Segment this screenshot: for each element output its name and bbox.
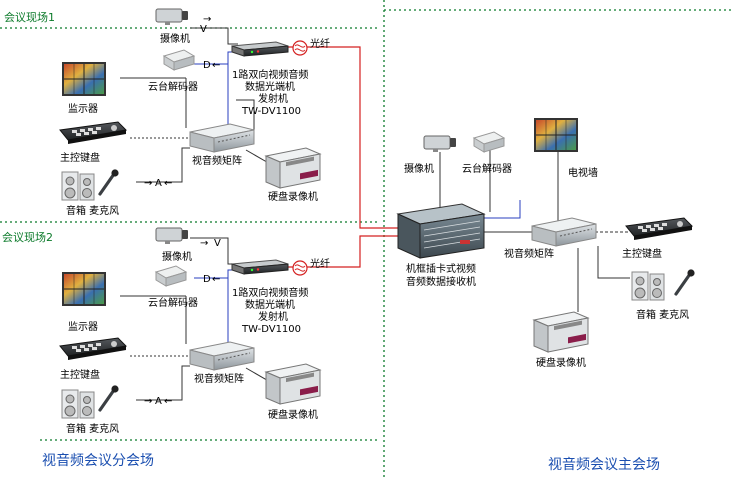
site2-transmitter-line-2: 数据光端机 [245, 298, 295, 311]
main-camera [423, 135, 457, 153]
site2-decoder-label: 云台解码器 [148, 296, 198, 309]
main-matrix-label: 视音频矩阵 [504, 247, 554, 260]
site1-transmitter-line-3: 发射机 [258, 92, 288, 105]
site1-arrow-a-icon: → [144, 178, 152, 189]
site-1: 会议现场1 摄像机 V → 云台解码器 D ← 1路双向视频音频 数据光端机 发… [4, 8, 330, 217]
site2-decoder [155, 265, 187, 287]
site1-transmitter [231, 41, 289, 57]
main-mic [674, 267, 697, 296]
site2-fiber-label: 光纤 [310, 257, 330, 270]
main-tv-wall [533, 117, 579, 153]
site2-keyboard [59, 337, 127, 361]
site2-monitor-label: 监示器 [68, 320, 98, 333]
main-receiver-line-1: 机框插卡式视频 [406, 262, 476, 275]
main-decoder-label: 云台解码器 [462, 162, 512, 175]
main-site: 摄像机 云台解码器 电视墙 机框插卡式视频 音频数据接收机 视音频矩阵 主控键盘… [396, 117, 697, 369]
fiber-lines [288, 46, 400, 268]
site1-keyboard-label: 主控键盘 [60, 151, 100, 164]
site2-transmitter-line-1: 1路双向视频音频 [232, 286, 308, 299]
site1-decoder-label: 云台解码器 [148, 80, 198, 93]
site2-mic [98, 383, 121, 412]
site1-speaker-mic-label: 音箱 麦克风 [66, 204, 119, 217]
site1-arrow-a-back-icon: ← [164, 178, 172, 189]
site2-arrow-a-back-icon: ← [164, 396, 172, 407]
main-receiver-rack [396, 203, 486, 259]
site1-dvr [265, 147, 321, 189]
site1-monitor [61, 61, 107, 97]
site1-matrix-label: 视音频矩阵 [192, 154, 242, 167]
site1-transmitter-line-1: 1路双向视频音频 [232, 68, 308, 81]
site2-camera-label: 摄像机 [162, 250, 192, 263]
main-speaker [631, 271, 665, 301]
site2-dvr [265, 363, 321, 405]
site1-signal-v: V [200, 24, 207, 35]
main-connection-lines [439, 140, 630, 312]
site2-transmitter-line-4: TW-DV1100 [241, 324, 301, 335]
site2-transmitter-line-3: 发射机 [258, 310, 288, 323]
site1-mic [98, 167, 121, 196]
site2-speaker-mic-label: 音箱 麦克风 [66, 422, 119, 435]
site2-speaker [61, 389, 95, 419]
main-dvr [533, 311, 589, 353]
site1-camera-label: 摄像机 [160, 32, 190, 45]
site1-camera [155, 8, 189, 26]
site1-signal-d: D [203, 60, 211, 71]
main-camera-label: 摄像机 [404, 162, 434, 175]
site2-matrix [189, 341, 255, 371]
site1-dvr-label: 硬盘录像机 [268, 190, 318, 203]
main-keyboard [625, 217, 693, 241]
site1-transmitter-line-2: 数据光端机 [245, 80, 295, 93]
site1-title: 会议现场1 [4, 10, 55, 24]
site2-monitor [61, 271, 107, 307]
site1-matrix [189, 123, 255, 153]
site1-fiber-label: 光纤 [310, 37, 330, 50]
main-tv-wall-label: 电视墙 [568, 166, 598, 179]
site2-signal-a: A [155, 396, 162, 407]
site2-signal-d: D [203, 274, 211, 285]
site1-keyboard [59, 121, 127, 145]
main-dvr-label: 硬盘录像机 [536, 356, 586, 369]
site2-transmitter [231, 259, 289, 275]
site-2: 会议现场2 摄像机 V → 云台解码器 D ← 1路双向视频音频 数据光端机 发… [2, 227, 330, 435]
main-matrix [531, 217, 597, 247]
site2-arrow-v-icon: → [200, 238, 208, 249]
site1-arrow-v-icon: → [203, 14, 211, 25]
site2-title: 会议现场2 [2, 230, 53, 244]
site1-transmitter-line-4: TW-DV1100 [241, 106, 301, 117]
site2-arrow-a-icon: → [144, 396, 152, 407]
site2-fiber-icon [292, 260, 308, 276]
main-speaker-mic-label: 音箱 麦克风 [636, 308, 689, 321]
main-decoder [473, 131, 505, 153]
site2-arrow-d-icon: ← [212, 274, 220, 285]
site2-signal-v: V [214, 238, 221, 249]
branch-venue-title: 视音频会议分会场 [42, 452, 154, 469]
site1-monitor-label: 监示器 [68, 102, 98, 115]
site2-keyboard-label: 主控键盘 [60, 368, 100, 381]
site1-fiber-icon [292, 40, 308, 56]
site1-decoder [163, 49, 195, 71]
site2-matrix-label: 视音频矩阵 [194, 372, 244, 385]
site1-speaker [61, 171, 95, 201]
main-keyboard-label: 主控键盘 [622, 247, 662, 260]
site1-arrow-d-icon: ← [212, 60, 220, 71]
main-venue-title: 视音频会议主会场 [548, 456, 660, 473]
site2-camera [155, 227, 189, 245]
site2-dvr-label: 硬盘录像机 [268, 408, 318, 421]
main-receiver-line-2: 音频数据接收机 [406, 275, 476, 288]
site1-signal-a: A [155, 178, 162, 189]
